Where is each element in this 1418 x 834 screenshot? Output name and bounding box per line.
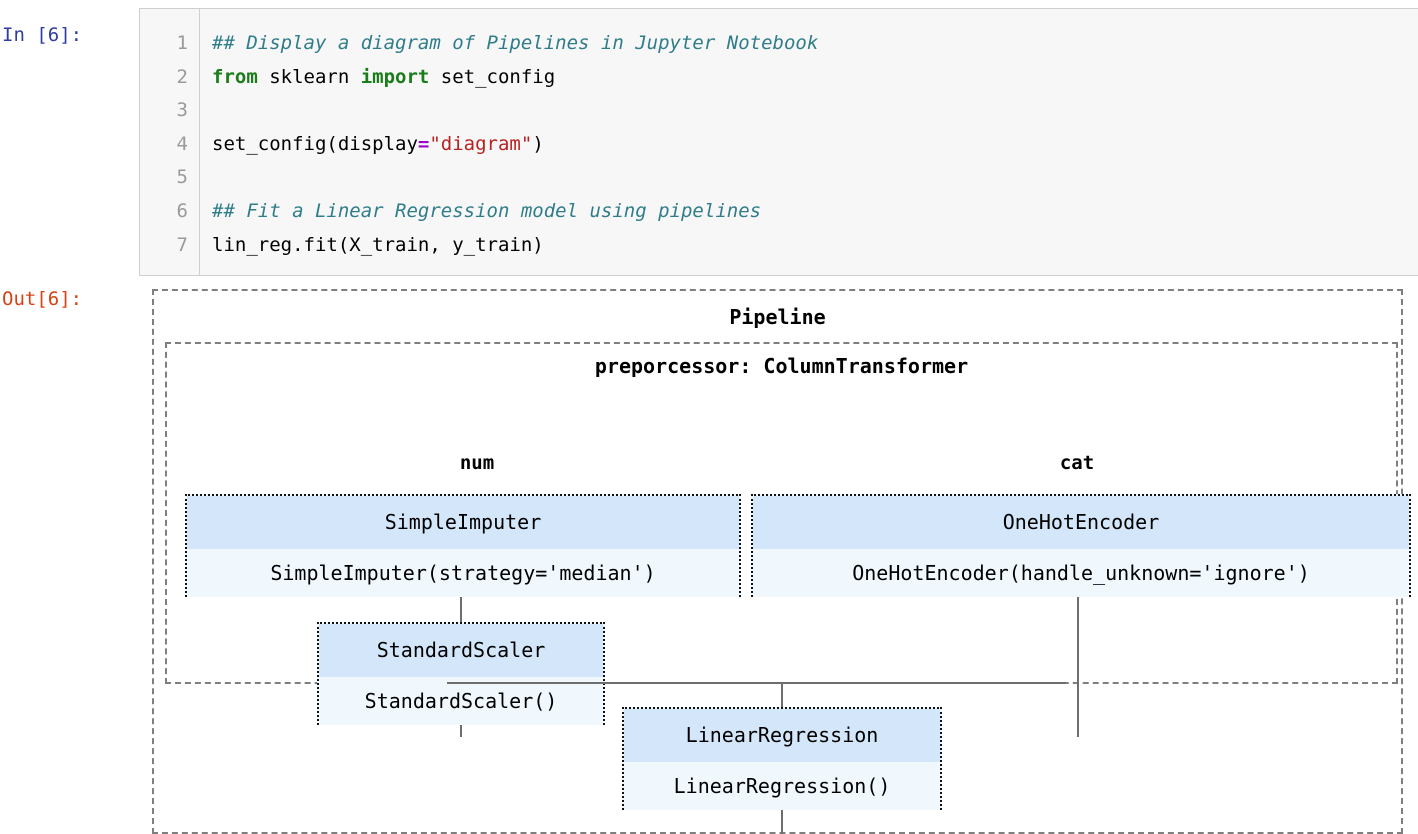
code-line: set_config(display="diagram")	[212, 132, 544, 155]
estimator-name[interactable]: LinearRegression	[624, 709, 940, 762]
estimator-simple-imputer[interactable]: SimpleImputer SimpleImputer(strategy='me…	[185, 494, 741, 597]
estimator-repr: LinearRegression()	[624, 762, 940, 810]
column-transformer-container[interactable]: preporcessor: ColumnTransformer num cat …	[165, 342, 1411, 737]
estimator-repr: OneHotEncoder(handle_unknown='ignore')	[753, 549, 1409, 597]
line-number: 7	[176, 233, 188, 256]
connector-bus-to-linear-regression	[781, 682, 783, 707]
code-editor-area[interactable]: ## Display a diagram of Pipelines in Jup…	[200, 9, 1418, 275]
connector-scaler-to-bus	[460, 725, 462, 737]
line-number: 5	[176, 166, 188, 189]
estimator-name[interactable]: OneHotEncoder	[753, 496, 1409, 549]
line-number: 2	[176, 65, 188, 88]
code-line	[212, 94, 1418, 128]
input-prompt-label: In [6]:	[2, 24, 83, 46]
code-line: lin_reg.fit(X_train, y_train)	[212, 233, 544, 256]
column-label-cat: cat	[1059, 452, 1095, 474]
pipeline-container[interactable]: Pipeline preporcessor: ColumnTransformer…	[152, 289, 1411, 834]
line-number: 4	[176, 132, 188, 155]
line-number: 6	[176, 199, 188, 222]
code-cell[interactable]: 1 2 3 4 5 6 7 ## Display a diagram of Pi…	[139, 8, 1418, 276]
code-line	[212, 161, 1418, 195]
estimator-linear-regression[interactable]: LinearRegression LinearRegression()	[622, 707, 942, 810]
column-transformer-title[interactable]: preporcessor: ColumnTransformer	[594, 354, 969, 378]
connector-onehot-to-bus	[1077, 597, 1079, 737]
code-line: from sklearn import set_config	[212, 65, 556, 88]
line-number-gutter: 1 2 3 4 5 6 7	[140, 9, 200, 275]
code-line: ## Display a diagram of Pipelines in Jup…	[212, 32, 819, 54]
estimator-standard-scaler[interactable]: StandardScaler StandardScaler()	[317, 622, 605, 725]
estimator-repr: SimpleImputer(strategy='median')	[187, 549, 739, 597]
connector-linear-regression-to-output	[781, 810, 783, 834]
estimator-one-hot-encoder[interactable]: OneHotEncoder OneHotEncoder(handle_unkno…	[751, 494, 1411, 597]
connector-bus-horizontal	[447, 682, 1066, 684]
output-prompt-label: Out[6]:	[2, 288, 83, 310]
connector-imputer-to-scaler	[460, 597, 462, 622]
line-number: 1	[176, 32, 188, 54]
code-line: ## Fit a Linear Regression model using p…	[212, 199, 762, 222]
line-number: 3	[176, 99, 188, 122]
estimator-repr: StandardScaler()	[319, 677, 603, 725]
estimator-name[interactable]: SimpleImputer	[187, 496, 739, 549]
pipeline-title[interactable]: Pipeline	[729, 305, 826, 329]
column-label-num: num	[459, 452, 495, 474]
output-area: Pipeline preporcessor: ColumnTransformer…	[152, 289, 1411, 834]
estimator-name[interactable]: StandardScaler	[319, 624, 603, 677]
